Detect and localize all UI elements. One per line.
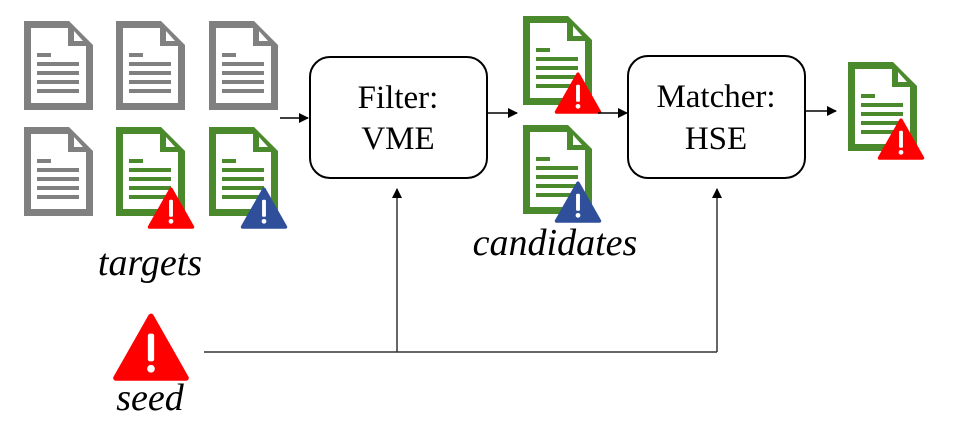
seed-warning-icon	[113, 313, 189, 381]
red-warning-icon	[147, 187, 195, 229]
red-warning-icon	[554, 72, 602, 114]
targets-group	[24, 21, 288, 229]
filter-box: Filter: VME	[309, 56, 488, 179]
output-group	[848, 62, 925, 160]
seed-label: seed	[116, 377, 185, 419]
candidates-group	[523, 16, 602, 223]
filter-label-line1: Filter:	[358, 80, 439, 116]
seed-triangle	[113, 313, 189, 381]
matcher-label-line2: HSE	[685, 121, 747, 157]
red-warning-icon	[877, 118, 925, 160]
targets-label: targets	[98, 242, 202, 284]
matcher-label-line1: Matcher:	[656, 79, 775, 115]
target-document-icon	[209, 21, 278, 110]
blue-warning-icon	[554, 181, 602, 223]
blue-warning-icon	[240, 187, 288, 229]
target-document-icon	[24, 127, 93, 216]
target-document-icon	[116, 21, 185, 110]
matcher-box: Matcher: HSE	[627, 55, 806, 179]
target-document-icon	[116, 127, 185, 216]
candidates-label: candidates	[473, 222, 638, 264]
filter-label-line2: VME	[361, 121, 434, 157]
target-document-icon	[24, 21, 93, 110]
